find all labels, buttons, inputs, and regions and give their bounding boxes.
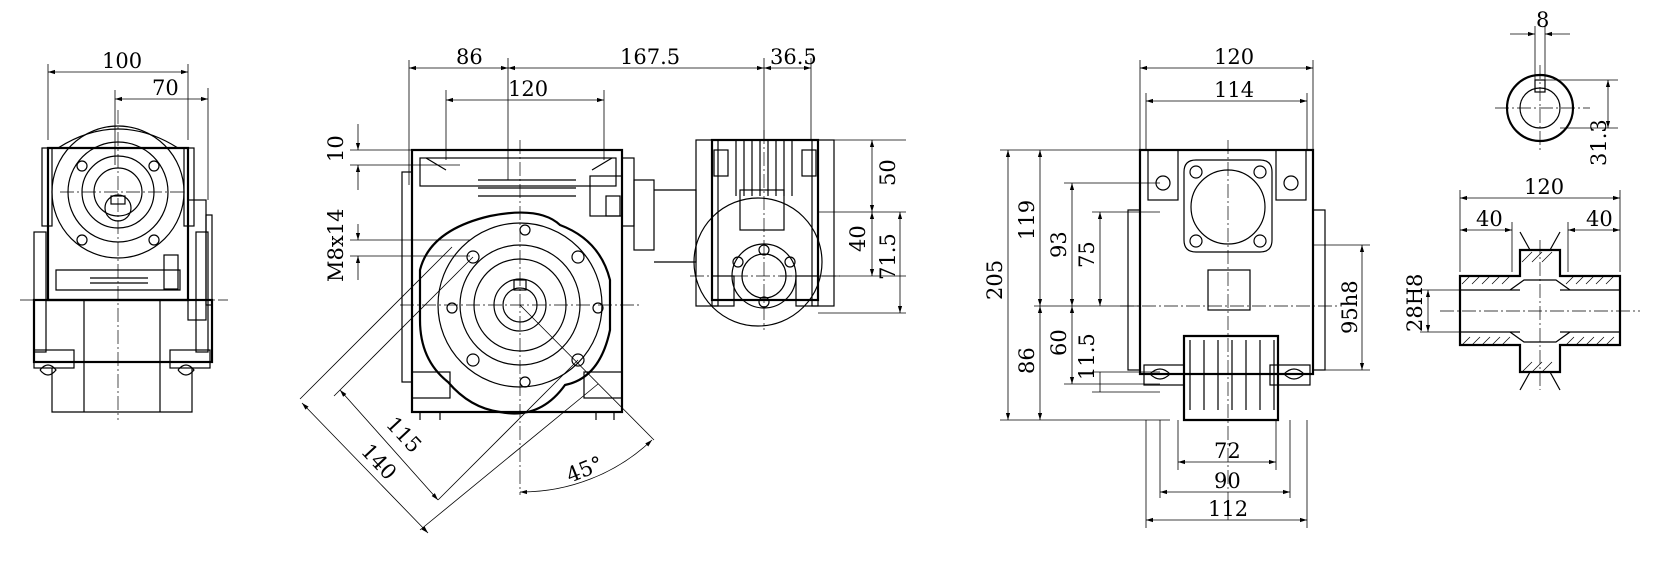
dim-front-86: 86 [456,45,483,69]
dim-front-m8: M8x14 [324,209,348,282]
dim-side-70: 70 [152,76,179,100]
dim-rear-60: 60 [1047,329,1071,356]
dim-shaft-120: 120 [1524,175,1564,199]
dim-rear-90: 90 [1214,469,1241,493]
rear-view: 120 114 205 119 93 75 86 60 11.5 [983,45,1370,528]
shaft-detail: 8 31.3 120 40 40 [1403,8,1640,391]
dim-side-100: 100 [102,49,142,73]
dim-rear-86: 86 [1015,347,1039,374]
dim-front-71: 71.5 [876,233,900,280]
front-view: 86 167.5 36.5 120 10 M8x14 [299,45,906,534]
dim-shaft-40a: 40 [1476,207,1503,231]
dim-rear-112: 112 [1208,497,1248,521]
dim-shaft-31: 31.3 [1587,119,1611,166]
dim-shaft-28: 28H8 [1403,274,1427,332]
dim-front-45: 45° [563,451,607,487]
dim-rear-75: 75 [1075,241,1099,268]
dim-rear-93: 93 [1047,231,1071,258]
dim-rear-11: 11.5 [1075,333,1099,380]
side-view: 100 70 [20,49,228,420]
dim-rear-114: 114 [1214,78,1254,102]
dim-front-10: 10 [324,135,348,162]
dim-rear-205: 205 [983,260,1007,300]
dim-rear-72: 72 [1214,439,1241,463]
dim-front-140: 140 [356,439,401,485]
dim-front-120: 120 [508,77,548,101]
dim-shaft-8: 8 [1536,8,1549,32]
dim-front-40: 40 [846,225,870,252]
dim-front-167: 167.5 [620,45,680,69]
dim-front-36: 36.5 [770,45,817,69]
dim-rear-120: 120 [1214,45,1254,69]
dim-shaft-40b: 40 [1586,207,1613,231]
dim-rear-119: 119 [1015,200,1039,240]
dim-rear-95: 95h8 [1338,280,1362,334]
dim-front-50: 50 [876,159,900,186]
